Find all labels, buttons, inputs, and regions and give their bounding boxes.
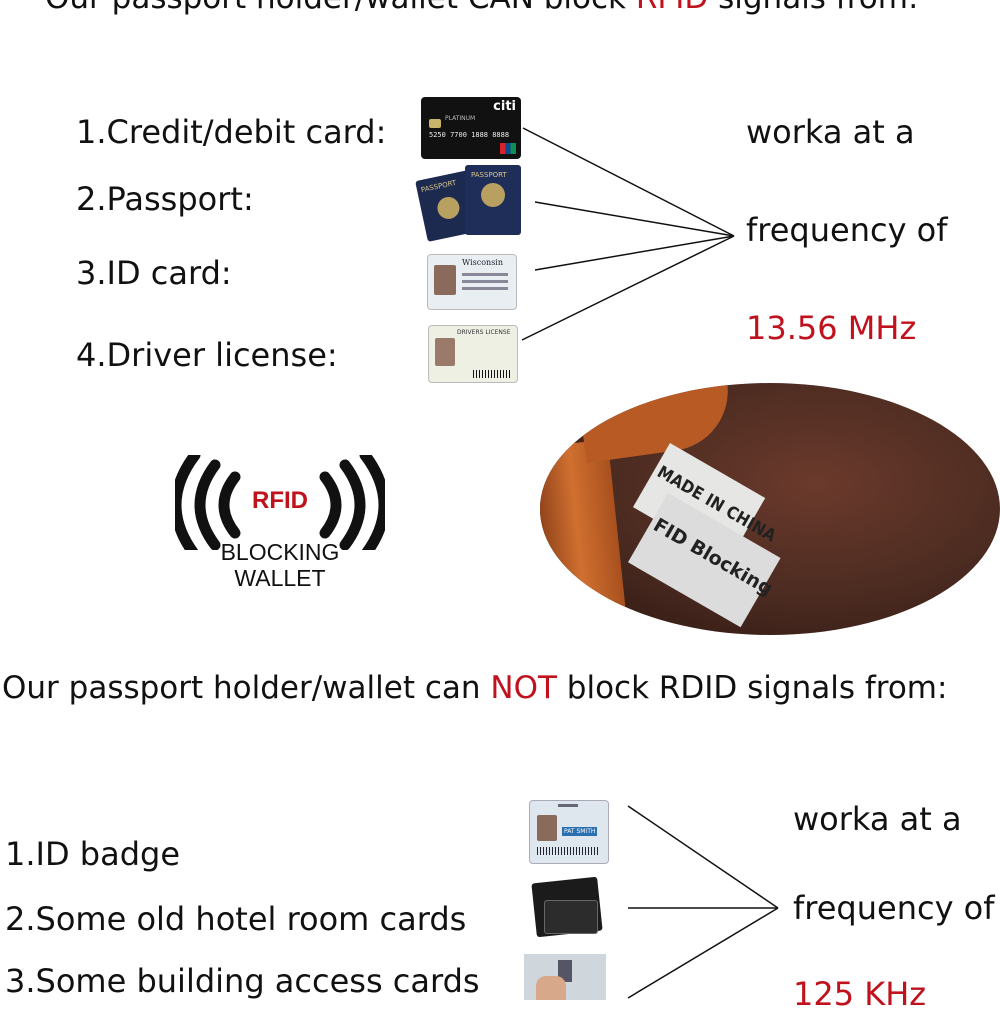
signal-waves-icon: [175, 455, 385, 550]
wallet-closeup-photo: MADE IN CHINA FID Blocking: [540, 383, 1000, 635]
top-freq-value: 13.56 MHz: [746, 309, 917, 347]
top-item-id-card: 3.ID card:: [76, 254, 232, 292]
bottom-item-id-badge: 1.ID badge: [5, 835, 181, 873]
access-hand: [536, 976, 566, 1000]
card-number: 5250 7700 1888 8888: [429, 131, 510, 139]
bottom-freq-value: 125 KHz: [793, 975, 927, 1013]
id-state-name: Wisconsin: [462, 258, 504, 267]
top-heading-post: signals from:: [708, 0, 918, 16]
id-text-lines: [462, 273, 508, 276]
rfid-logo-center: RFID: [252, 487, 308, 514]
line-driver-license: [521, 235, 735, 341]
bottom-freq-line1: worka at a: [793, 800, 962, 838]
eagle-seal-icon: [481, 183, 505, 207]
card-tier: PLATINUM: [445, 115, 476, 122]
license-title: DRIVERS LICENSE: [457, 329, 511, 336]
bottom-heading-not: NOT: [490, 670, 557, 706]
top-heading-pre: Our passport holder/wallet CAN block: [45, 0, 636, 16]
id-photo: [434, 265, 456, 295]
access-card-image: [524, 954, 606, 1000]
bottom-heading: Our passport holder/wallet can NOT block…: [2, 670, 947, 706]
hotel-card: [544, 900, 598, 934]
rfid-blocking-logo: RFID BLOCKING WALLET: [175, 455, 385, 595]
bottom-heading-post: block RDID signals from:: [556, 670, 948, 706]
badge-slot: [558, 804, 578, 807]
bottom-freq-line2: frequency of: [793, 889, 995, 927]
credit-card-image: citi PLATINUM 5250 7700 1888 8888: [421, 97, 521, 159]
top-heading: Our passport holder/wallet CAN block RFI…: [45, 0, 918, 16]
badge-barcode: [537, 847, 599, 855]
top-item-passport: 2.Passport:: [76, 180, 254, 218]
rfid-logo-blocking: BLOCKING: [220, 539, 340, 565]
leather-flap: [540, 439, 632, 635]
card-bank-logo: citi: [493, 99, 516, 114]
rfid-logo-wallet: WALLET: [234, 565, 326, 591]
badge-name: PAT SMITH: [562, 827, 598, 836]
unionpay-icon: [500, 143, 516, 154]
line-access-card: [627, 907, 779, 999]
top-item-driver-license: 4.Driver license:: [76, 336, 338, 374]
line-passport: [534, 201, 735, 237]
bottom-heading-pre: Our passport holder/wallet can: [2, 670, 491, 706]
passport-front: PASSPORT: [465, 165, 521, 235]
top-item-credit-card: 1.Credit/debit card:: [76, 113, 387, 151]
badge-photo: [537, 815, 557, 841]
line-id-card: [534, 235, 735, 271]
passport-label-front: PASSPORT: [471, 171, 507, 179]
hotel-card-image: [530, 876, 606, 938]
top-freq-line1: worka at a: [746, 113, 915, 151]
leather-edge-top: [574, 383, 736, 464]
passport-image: PASSPORT PASSPORT: [415, 163, 527, 242]
id-badge-image: PAT SMITH: [529, 800, 609, 864]
bottom-item-access-cards: 3.Some building access cards: [5, 962, 480, 1000]
license-barcode: [473, 370, 511, 378]
card-chip-icon: [429, 119, 441, 128]
top-freq-line2: frequency of: [746, 211, 948, 249]
top-heading-rfid: RFID: [636, 0, 708, 16]
access-reader: [558, 960, 572, 982]
license-photo: [435, 338, 455, 366]
id-card-image: Wisconsin: [427, 254, 517, 310]
driver-license-image: DRIVERS LICENSE: [428, 325, 518, 383]
line-credit-card: [522, 127, 735, 237]
line-id-badge: [627, 805, 779, 909]
bottom-item-hotel-cards: 2.Some old hotel room cards: [5, 900, 467, 938]
